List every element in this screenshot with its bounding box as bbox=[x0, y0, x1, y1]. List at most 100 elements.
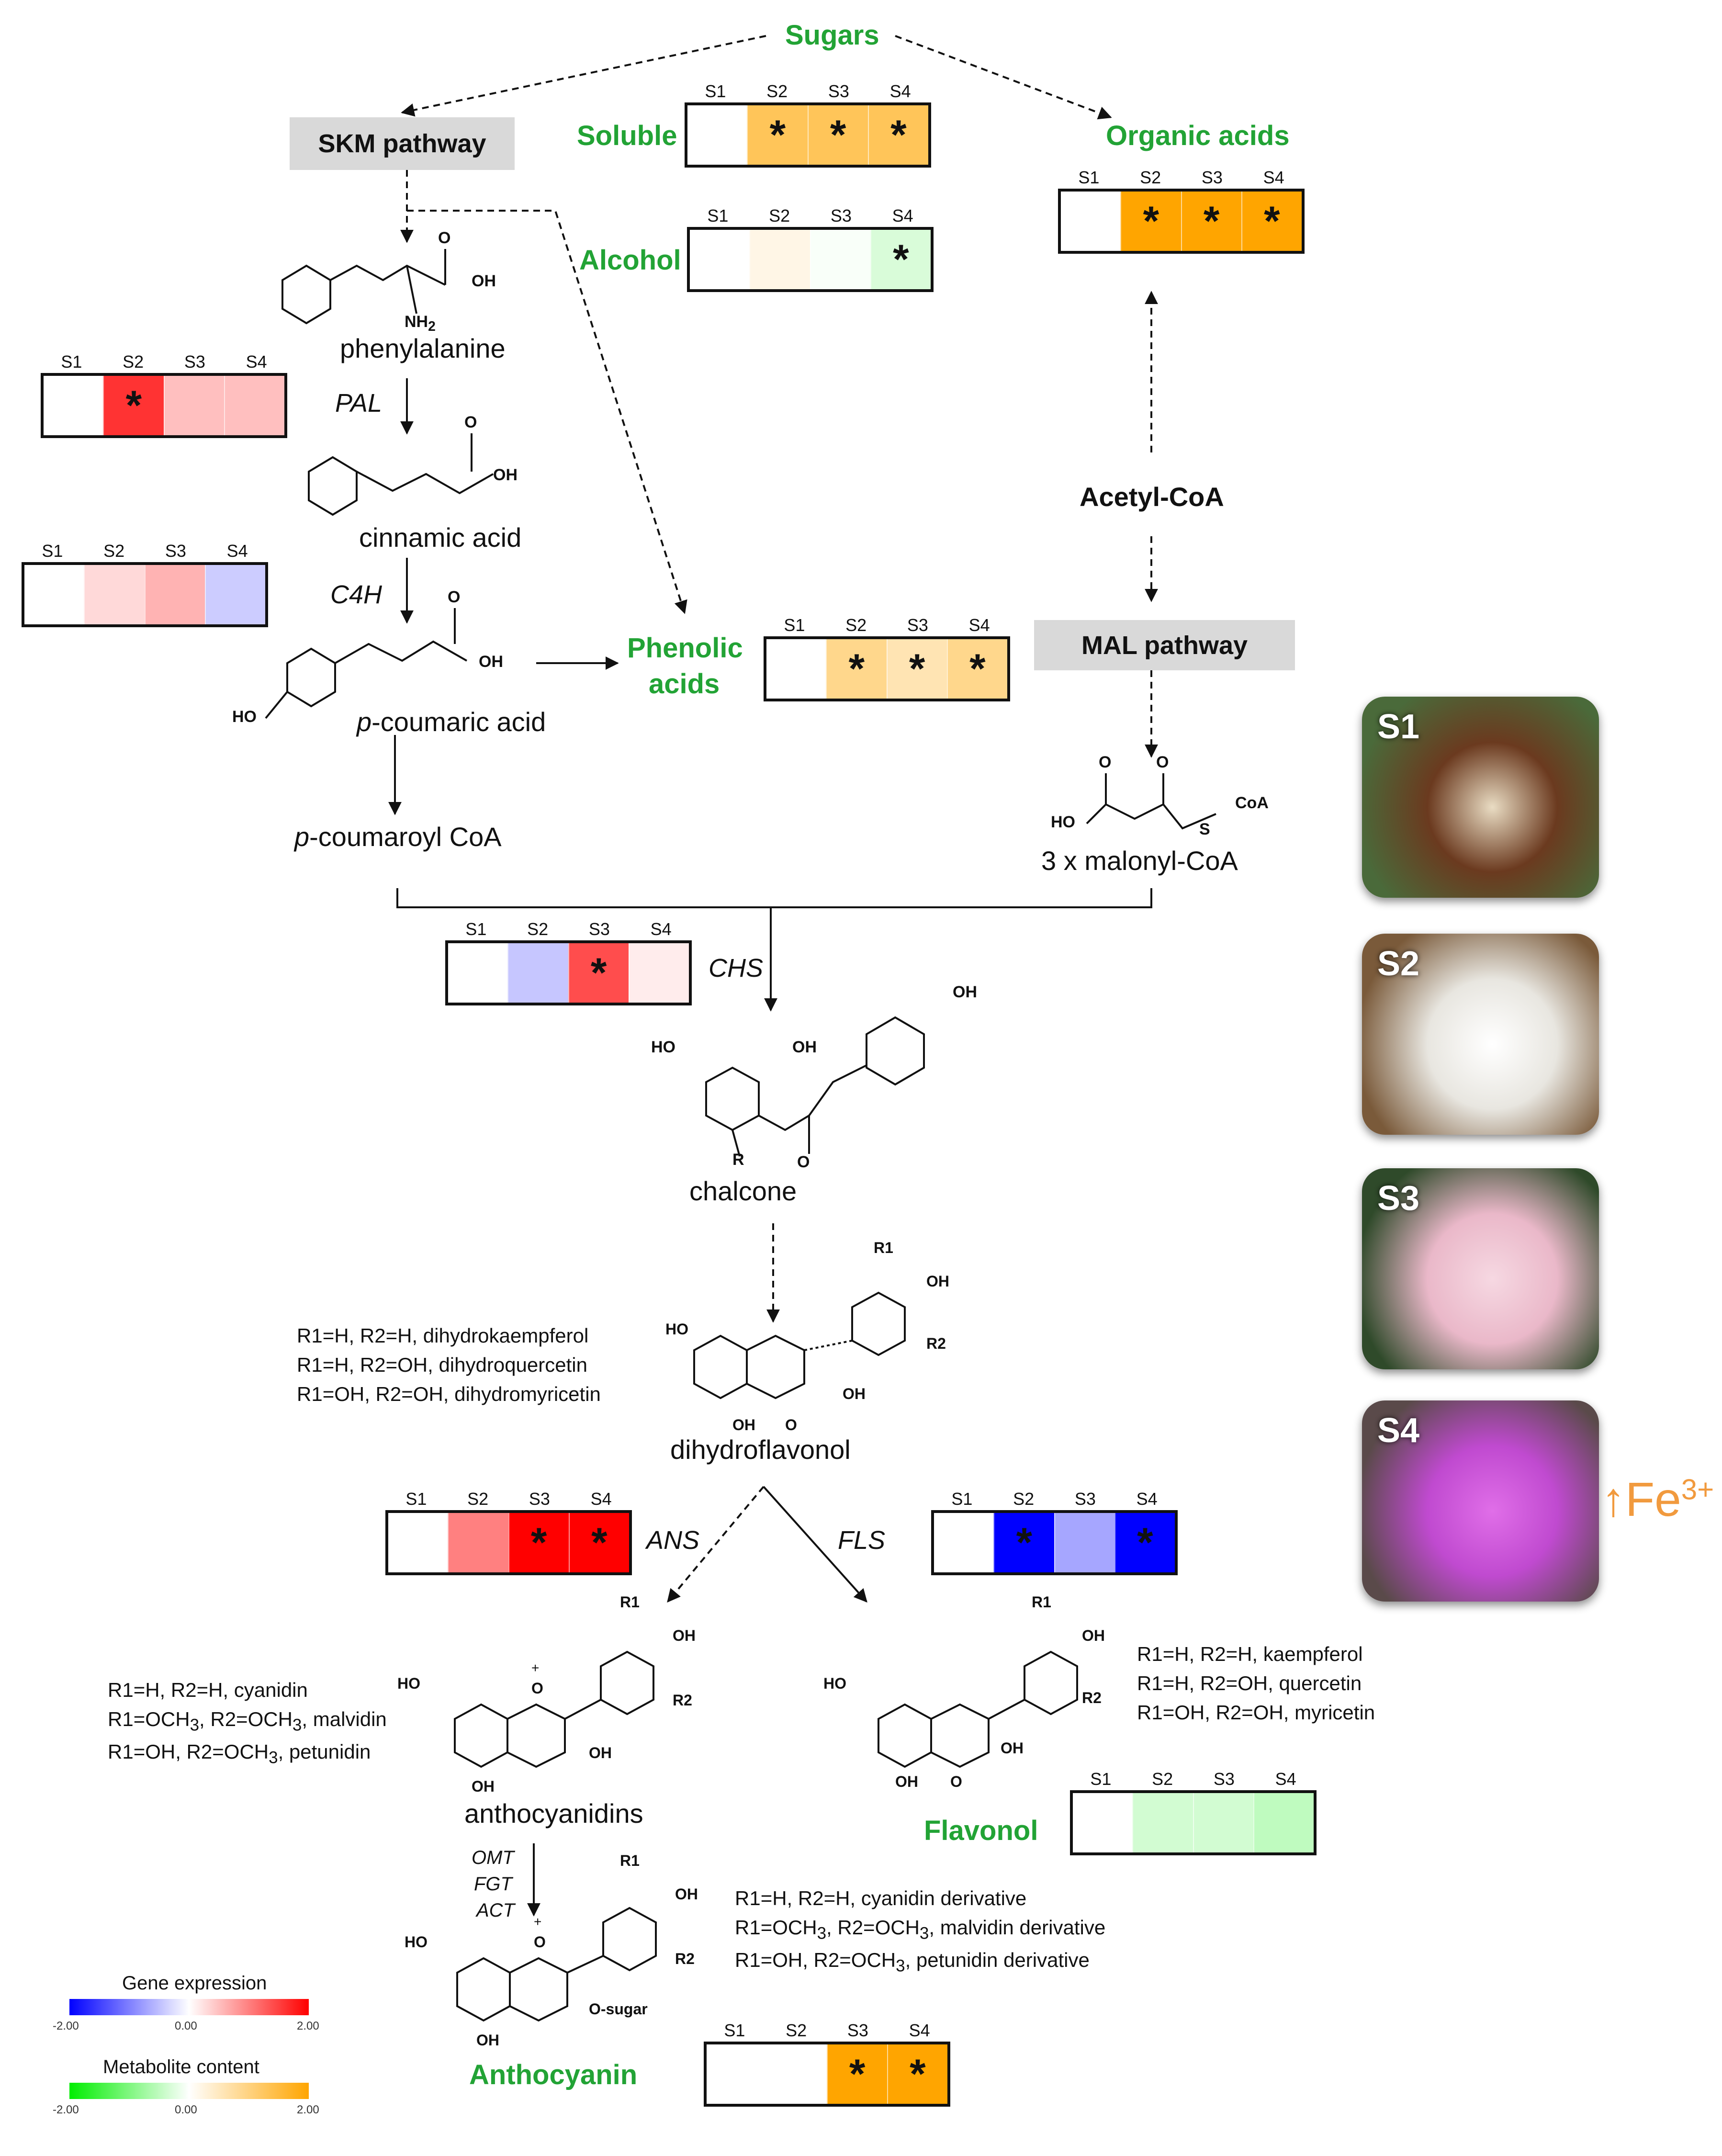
chem-structures bbox=[265, 249, 1216, 2022]
heatmap-stage-label: S3 bbox=[588, 919, 610, 939]
cinnamic-ring bbox=[308, 456, 358, 516]
note-line: R1=H, R2=OH, quercetin bbox=[1137, 1671, 1362, 1694]
heatmap-cell bbox=[388, 1513, 448, 1572]
heatmap-stage-label: S3 bbox=[184, 352, 205, 372]
heatmap-cell bbox=[766, 639, 826, 699]
merge-bracket bbox=[396, 888, 1152, 908]
flavonol-ring-a bbox=[878, 1703, 932, 1768]
heatmap-stage-label: S3 bbox=[847, 2021, 868, 2040]
organic-acids-label: Organic acids bbox=[1106, 120, 1290, 151]
flavonol-label: Flavonol bbox=[924, 1815, 1038, 1846]
dhf-o: O bbox=[785, 1416, 797, 1434]
antho-r1: R1 bbox=[620, 1593, 640, 1611]
gene-tick-min: -2.00 bbox=[53, 2020, 79, 2032]
antho-plus: + bbox=[531, 1660, 540, 1675]
heatmap-cells: *** bbox=[1058, 189, 1305, 254]
heatmap-cell: * bbox=[568, 1513, 629, 1572]
heatmap-cells: * bbox=[41, 373, 287, 438]
heatmap-cells: *** bbox=[685, 102, 931, 168]
anthocyanin-label: Anthocyanin bbox=[469, 2059, 638, 2090]
anthocyanin-r2: R2 bbox=[675, 1950, 695, 1967]
acetyl-coa-label: Acetyl-CoA bbox=[1080, 482, 1224, 512]
enzyme-fgt: FGT bbox=[474, 1874, 512, 1895]
heatmap-stage-label: S4 bbox=[1275, 1769, 1296, 1789]
flavonol-ring-c bbox=[930, 1703, 990, 1768]
flavonol-r1: R1 bbox=[1032, 1593, 1051, 1611]
heatmap-cell bbox=[690, 230, 750, 289]
anthocyanin-ring-b bbox=[602, 1907, 657, 1972]
anthocyanin-oh3: OH bbox=[476, 2032, 499, 2049]
heatmap-cell bbox=[628, 943, 689, 1003]
heatmap-cell bbox=[810, 230, 870, 289]
fe3-annotation: ↑Fe3+ bbox=[1601, 1472, 1714, 1527]
note-line: R1=OH, R2=OH, myricetin bbox=[1137, 1701, 1375, 1724]
p-coumaric-acid-name: p-coumaric acid bbox=[357, 707, 546, 737]
phe-o: O bbox=[438, 229, 451, 247]
cinnamic-oh: OH bbox=[493, 466, 518, 484]
photo-tag: S4 bbox=[1377, 1411, 1420, 1450]
fe-label: Fe bbox=[1625, 1473, 1681, 1526]
cinnamic-chain bbox=[356, 471, 494, 495]
dihydroflavonol-name: dihydroflavonol bbox=[670, 1434, 851, 1465]
heatmap-cell bbox=[766, 2044, 827, 2104]
heatmap-cell bbox=[1253, 1793, 1314, 1852]
heatmap-cell bbox=[507, 943, 568, 1003]
heatmap-cells: * bbox=[687, 227, 934, 292]
chalcone-ring-b bbox=[866, 1016, 925, 1086]
heatmap-stage-label: S3 bbox=[907, 615, 928, 635]
heatmap-stage-label: S4 bbox=[590, 1489, 612, 1509]
cinnamic-acid-name: cinnamic acid bbox=[359, 522, 522, 553]
flavonol-ho: HO bbox=[823, 1675, 846, 1692]
dhf-oh2: OH bbox=[843, 1385, 866, 1402]
sugars-label: Sugars bbox=[785, 20, 879, 51]
heatmap-stage-label: S4 bbox=[968, 615, 990, 635]
anthocyanin-oh1: OH bbox=[675, 1885, 698, 1903]
photo-tag: S3 bbox=[1377, 1179, 1420, 1218]
heatmap-stage-label: S4 bbox=[1136, 1489, 1158, 1509]
flavonol-ring-b bbox=[1024, 1650, 1078, 1716]
photo-tag: S1 bbox=[1377, 708, 1420, 746]
heatmap-cell: * bbox=[1181, 192, 1241, 251]
chalcone-r: R bbox=[732, 1151, 744, 1169]
heatmap-stage-label: S3 bbox=[830, 206, 852, 226]
chalcone-name: chalcone bbox=[689, 1176, 797, 1206]
heatmap-cell bbox=[1061, 192, 1121, 251]
anthocyanin-ring-a bbox=[456, 1957, 511, 2022]
dhf-r2: R2 bbox=[926, 1335, 946, 1352]
metabolite-tick-max: 2.00 bbox=[297, 2103, 319, 2116]
heatmap-stage-label: S2 bbox=[1152, 1769, 1173, 1789]
anthocyanin-r1: R1 bbox=[620, 1852, 640, 1869]
malonyl-o2: O bbox=[1156, 753, 1169, 771]
malonyl-chain bbox=[1086, 803, 1216, 830]
heatmap-cell: * bbox=[993, 1513, 1054, 1572]
coumaric-oh: OH bbox=[479, 653, 503, 671]
flower-photo-s1: S1 bbox=[1362, 697, 1599, 898]
note-line: R1=H, R2=OH, dihydroquercetin bbox=[297, 1353, 587, 1376]
heatmap-stage-label: S4 bbox=[226, 541, 248, 561]
phenylalanine-chain bbox=[330, 264, 446, 286]
dhf-r1: R1 bbox=[874, 1239, 893, 1256]
chalcone-oh2: OH bbox=[953, 983, 977, 1001]
dhf-ring-a bbox=[693, 1334, 748, 1400]
metabolite-legend-bar bbox=[69, 2083, 309, 2099]
heatmap-stage-label: S2 bbox=[1140, 168, 1161, 187]
flavonol-o: O bbox=[950, 1773, 962, 1790]
dhf-oh1: OH bbox=[926, 1273, 949, 1290]
heatmap-cells: ** bbox=[704, 2042, 950, 2107]
heatmap-stage-label: S2 bbox=[786, 2021, 807, 2040]
phe-nh2: NH2 bbox=[405, 313, 436, 334]
anthocyanidins-name: anthocyanidins bbox=[464, 1798, 643, 1829]
heatmap-cells bbox=[1070, 1790, 1317, 1855]
metabolite-tick-min: -2.00 bbox=[53, 2103, 79, 2116]
